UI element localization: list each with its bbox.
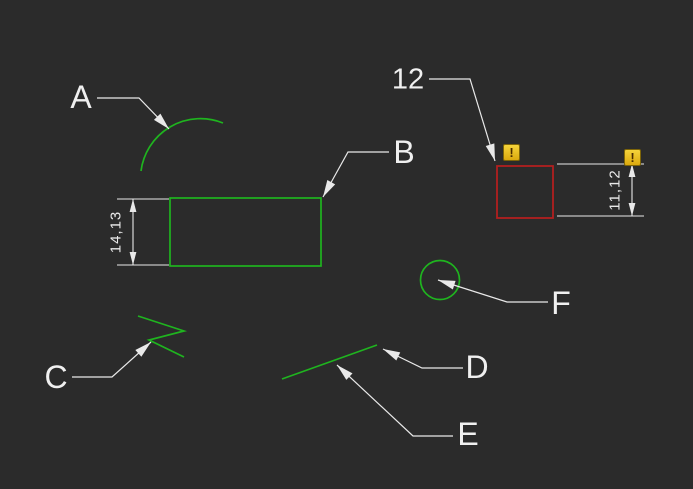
dimension-1-arrowhead-end (628, 203, 636, 216)
callout-label-c[interactable]: C (44, 359, 68, 395)
entity-arc[interactable] (140, 117, 224, 172)
leader-line-a[interactable] (97, 97, 170, 130)
leader-line-e[interactable] (336, 364, 453, 437)
leader-line-12[interactable] (429, 78, 496, 162)
dimension-1-arrowhead-start (628, 164, 636, 177)
leader-arrowhead-d (383, 349, 401, 361)
warning-icon[interactable]: ! (503, 144, 520, 161)
leader-arrowhead-b (323, 179, 336, 197)
leader-line-f[interactable] (437, 279, 548, 303)
callout-label-d[interactable]: D (465, 349, 489, 385)
leader-arrowhead-12 (485, 143, 495, 161)
warning-icon[interactable]: ! (624, 149, 641, 166)
dimension-text-height[interactable]: 14,13 (107, 210, 125, 254)
callout-label-a[interactable]: A (70, 79, 92, 115)
leader-line-b[interactable] (322, 151, 389, 198)
callout-label-e[interactable]: E (457, 416, 479, 452)
entity-zigzag-polyline[interactable] (137, 315, 188, 358)
exclamation-glyph: ! (630, 150, 635, 165)
leader-line-c[interactable] (72, 341, 152, 378)
callout-label-f[interactable]: F (551, 285, 571, 321)
callout-label-b[interactable]: B (393, 134, 415, 170)
leader-arrowhead-f (438, 280, 456, 290)
callout-label-12[interactable]: 12 (391, 63, 425, 96)
entity-line-segment[interactable] (281, 344, 378, 380)
entity-rectangle[interactable] (169, 197, 322, 267)
entity-error-square[interactable] (496, 165, 554, 219)
dimension-0-arrowhead-start (129, 199, 137, 212)
leader-arrowhead-c (135, 342, 151, 357)
dimension-text-right[interactable]: 11,12 (606, 169, 624, 211)
dimension-0-arrowhead-end (129, 252, 137, 265)
entity-circle[interactable] (419, 259, 461, 301)
leader-arrowhead-e (337, 365, 353, 380)
exclamation-glyph: ! (509, 145, 514, 160)
leader-arrowhead-a (153, 113, 169, 129)
